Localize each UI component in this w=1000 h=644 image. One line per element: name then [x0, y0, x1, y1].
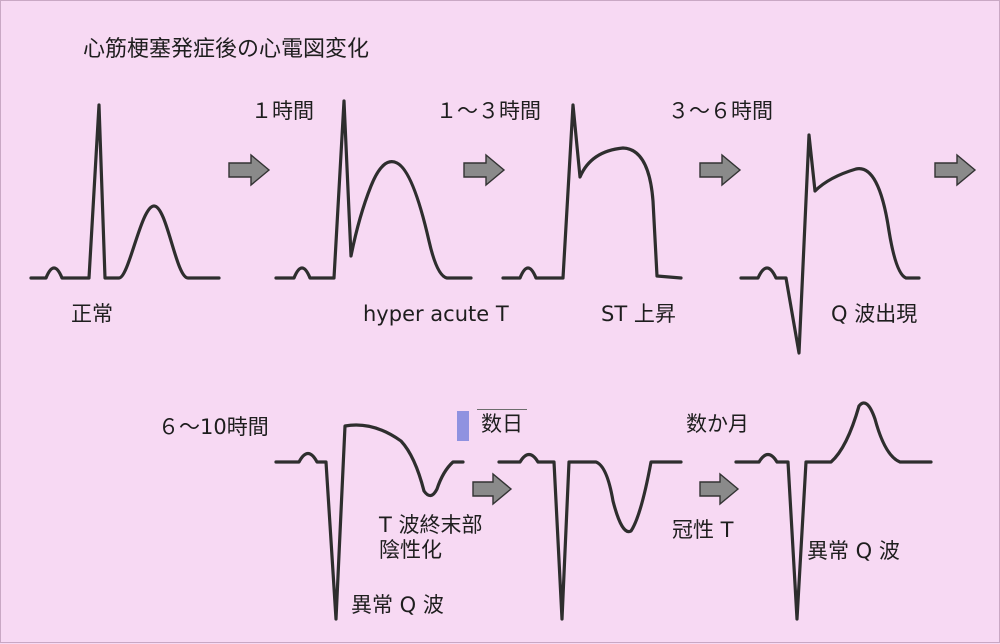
ecg-coronary-t-waveform — [497, 452, 683, 621]
ecg-chronic-q-waveform — [734, 401, 933, 621]
time-label-underline — [477, 409, 527, 410]
stage-label-coronary-t: 冠性 T — [672, 518, 734, 542]
time-label-6-10h: ６～10時間 — [158, 415, 269, 439]
stage-label-abnormal-q-1: 異常 Q 波 — [351, 593, 444, 617]
arrow-right-icon — [934, 153, 977, 187]
arrow-right-icon — [228, 153, 271, 187]
stage-label-abnormal-q-2: 異常 Q 波 — [807, 539, 900, 563]
time-label-days: 数日 — [481, 412, 523, 436]
arrow-right-icon — [463, 153, 506, 187]
stage-label-st-elevation: ST 上昇 — [601, 302, 676, 326]
ecg-q-wave-waveform — [739, 133, 921, 355]
time-label-months: 数か月 — [686, 412, 749, 436]
ecg-normal-waveform — [29, 103, 221, 280]
time-label-1-3h: １～３時間 — [436, 99, 541, 123]
diagram-title: 心筋梗塞発症後の心電図変化 — [83, 37, 370, 62]
highlight-marker — [457, 411, 469, 441]
arrow-right-icon — [699, 472, 740, 506]
stage-label-q-wave: Q 波出現 — [831, 302, 918, 326]
time-label-1h: １時間 — [251, 99, 314, 123]
ecg-st-elevation-waveform — [501, 103, 683, 280]
arrow-right-icon — [472, 472, 513, 506]
arrow-right-icon — [699, 153, 742, 187]
ecg-hyperacute-waveform — [274, 99, 473, 280]
stage-label-hyperacute: hyper acute T — [363, 302, 509, 326]
time-label-3-6h: ３～６時間 — [668, 99, 773, 123]
ecg-t-inversion-waveform — [274, 423, 465, 621]
stage-label-normal: 正常 — [71, 302, 113, 326]
stage-label-t-inversion: T 波終末部 陰性化 — [379, 513, 483, 563]
